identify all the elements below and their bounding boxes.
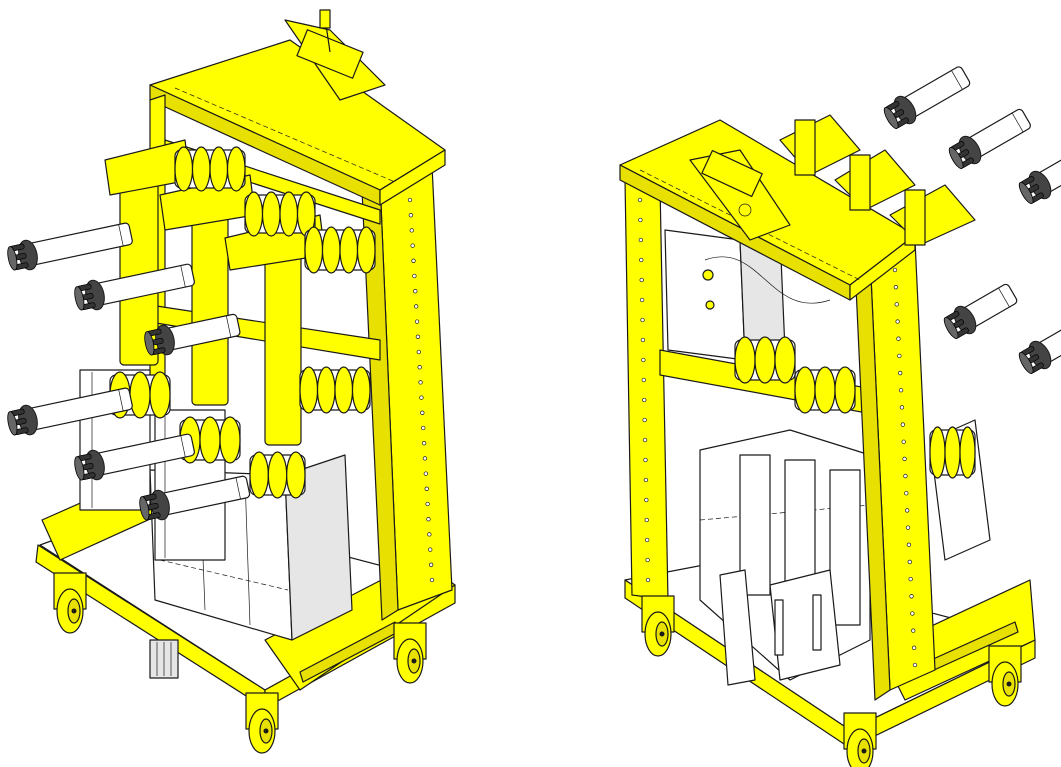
left-wheels — [53, 572, 427, 754]
left-post-holes — [407, 197, 435, 583]
right-stab-top-1 — [883, 66, 971, 129]
right-stab-top-2 — [948, 108, 1031, 169]
left-stab-top-1 — [7, 222, 133, 271]
right-stab-bottom-1 — [943, 283, 1018, 339]
left-insulator-upper-2 — [244, 191, 316, 237]
right-top-deck-right — [849, 234, 916, 301]
left-insulator-lower-3 — [249, 451, 306, 499]
right-terminal-block-2 — [812, 594, 822, 651]
right-stab-bottom-2 — [1018, 311, 1061, 374]
right-insulator-2 — [794, 366, 856, 414]
left-insulator-upper-1 — [174, 146, 246, 192]
right-insulator-3 — [929, 426, 976, 479]
left-stab-top-3 — [144, 313, 241, 356]
rear-right-view — [619, 66, 1061, 767]
left-mechanism-side — [284, 454, 353, 641]
left-stab-top-2 — [74, 263, 195, 311]
left-handle-knob — [319, 9, 331, 29]
left-insulator-stacks — [109, 146, 376, 499]
left-wheel-front-left — [245, 692, 279, 754]
right-wheels — [641, 595, 1022, 767]
left-stab-bottom-2 — [74, 433, 195, 481]
left-stab-bottom-1 — [7, 387, 133, 436]
right-pole-bracket-3 — [889, 184, 976, 246]
left-top-deck-right — [379, 149, 446, 206]
right-insulator-stacks — [734, 336, 976, 479]
right-wheel-rear-left — [641, 595, 675, 657]
right-control-box-front — [664, 229, 746, 361]
right-pole-bracket-2 — [834, 149, 916, 211]
left-insulator-lower-4 — [299, 366, 371, 414]
right-left-post — [624, 179, 669, 601]
left-wheel-front-right — [393, 622, 427, 684]
right-wheel-front-right — [988, 645, 1022, 707]
right-right-post-holes — [892, 267, 918, 668]
front-left-view — [7, 9, 456, 754]
right-terminal-block-1 — [774, 599, 784, 656]
right-primary-disconnects — [883, 66, 1061, 374]
right-pole-bracket-1 — [779, 114, 861, 176]
right-stab-top-3 — [1018, 146, 1061, 204]
left-primary-disconnects — [7, 222, 251, 521]
right-left-post-holes — [637, 197, 651, 583]
left-insulator-upper-3 — [304, 226, 376, 274]
left-wheel-rear-left — [53, 572, 87, 634]
right-indicator-light — [702, 269, 714, 281]
right-wheel-front-left — [843, 712, 877, 767]
left-stab-bottom-3 — [139, 475, 251, 521]
right-insulator-1 — [734, 336, 796, 384]
